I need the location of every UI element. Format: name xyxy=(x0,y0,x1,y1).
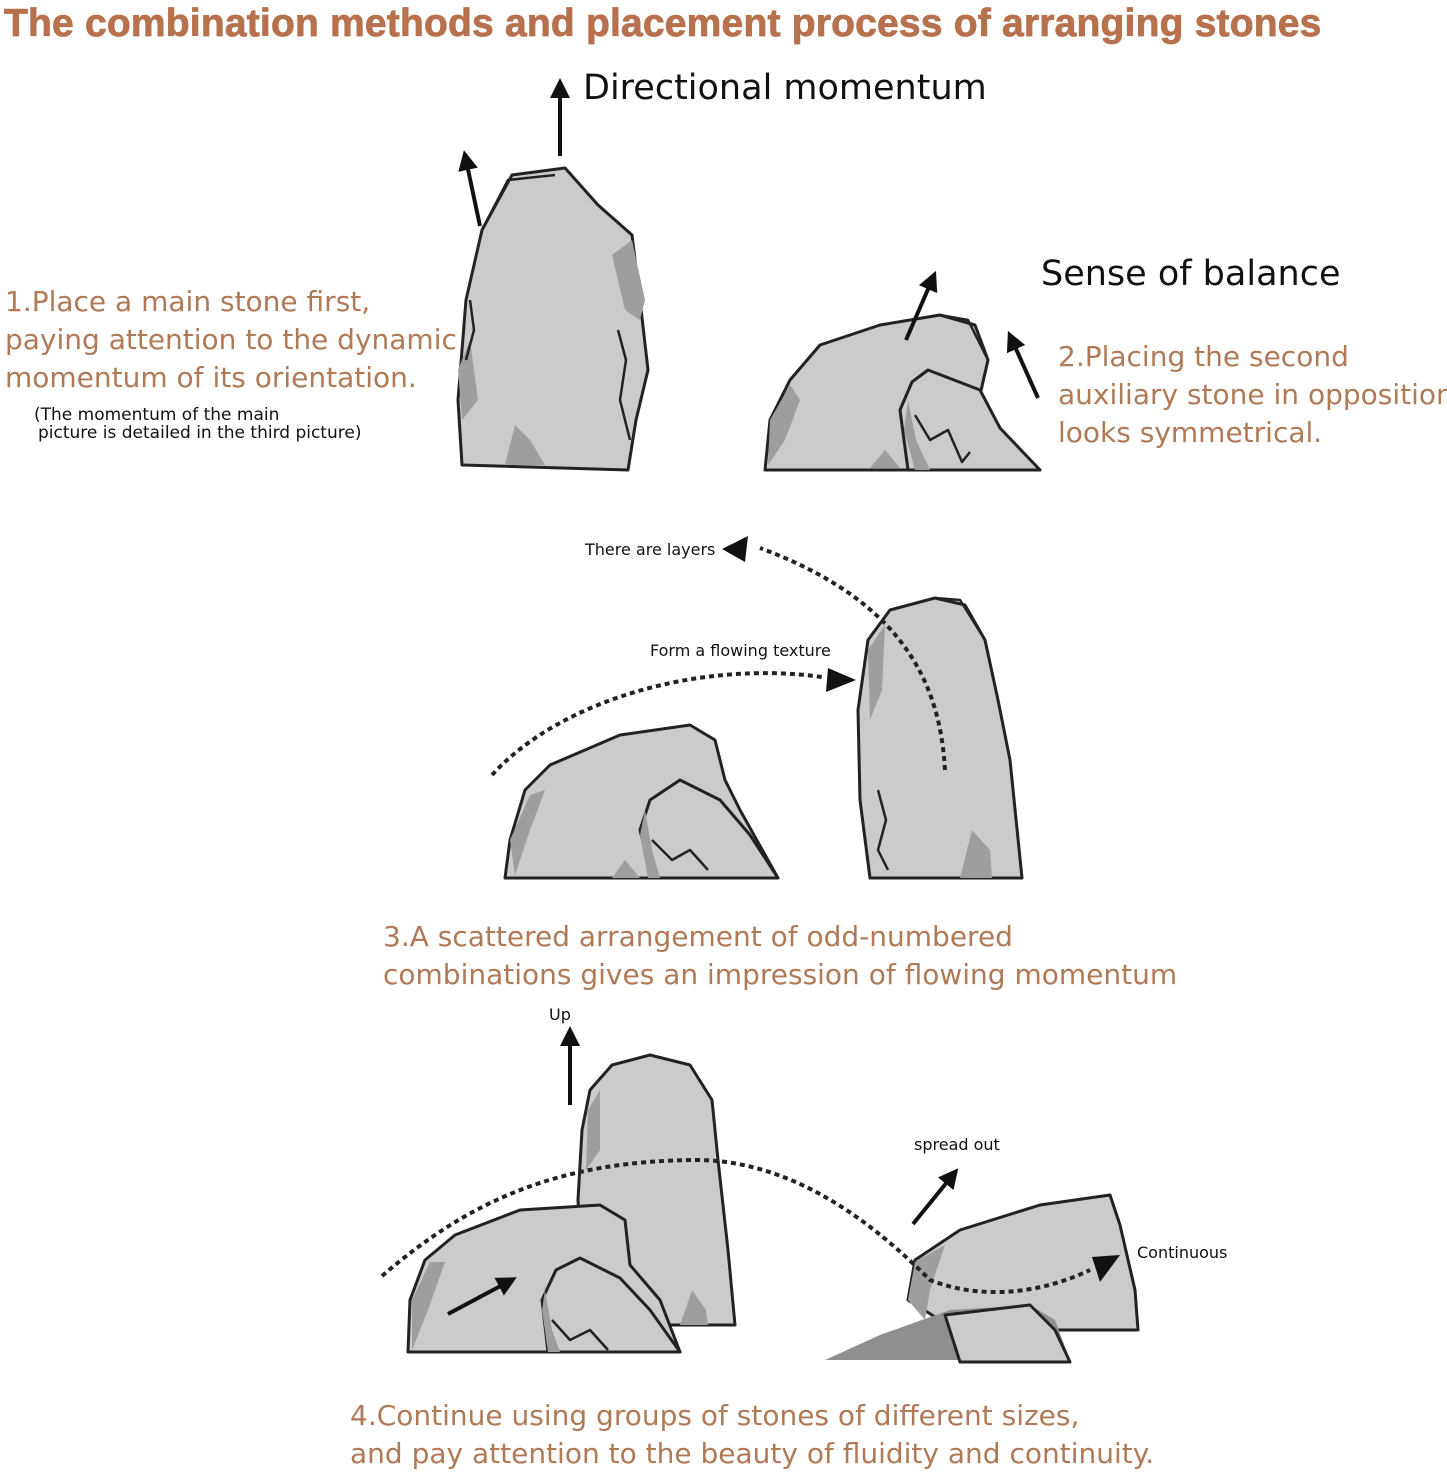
continuous-label: Continuous xyxy=(1137,1243,1228,1262)
step2-line: auxiliary stone in opposition xyxy=(1058,378,1447,411)
section3-tall-stone xyxy=(856,596,1024,880)
spread-out-label: spread out xyxy=(914,1135,1000,1154)
step4-text: 4.Continue using groups of stones of dif… xyxy=(350,1397,1154,1473)
direction-arrow-icon xyxy=(447,1277,517,1316)
step4-line: 4.Continue using groups of stones of dif… xyxy=(350,1399,1080,1432)
step1-line: momentum of its orientation. xyxy=(5,361,417,394)
page-title: The combination methods and placement pr… xyxy=(4,2,1322,46)
flow-dashed-arrow xyxy=(490,671,823,777)
step1-text: 1.Place a main stone first, paying atten… xyxy=(5,283,457,397)
step3-text: 3.A scattered arrangement of odd-numbere… xyxy=(383,918,1177,994)
step2-line: 2.Placing the second xyxy=(1058,340,1349,373)
there-are-layers-label: There are layers xyxy=(585,540,716,559)
form-flowing-texture-label: Form a flowing texture xyxy=(650,641,831,660)
spread-arrow-icon xyxy=(911,1168,959,1226)
step1-note-line: (The momentum of the main xyxy=(34,405,280,425)
tilt-arrow-icon xyxy=(904,270,938,341)
step1-note-line: picture is detailed in the third picture… xyxy=(38,423,362,443)
section4-right-stones xyxy=(825,1193,1140,1364)
tilt-arrow-icon xyxy=(1006,330,1040,399)
step3-line: 3.A scattered arrangement of odd-numbere… xyxy=(383,920,1013,953)
arrowhead-icon xyxy=(826,668,856,692)
step1-line: 1.Place a main stone first, xyxy=(5,285,371,318)
directional-momentum-label: Directional momentum xyxy=(583,68,987,108)
continuous-dashed-arrow xyxy=(380,1157,1091,1295)
step2-text: 2.Placing the second auxiliary stone in … xyxy=(1058,338,1447,452)
section4-low-stones xyxy=(406,1203,682,1354)
up-label: Up xyxy=(549,1005,571,1024)
step1-note: (The momentum of the main picture is det… xyxy=(34,406,361,442)
step1-line: paying attention to the dynamic xyxy=(5,323,457,356)
step3-line: combinations gives an impression of flow… xyxy=(383,958,1178,991)
step2-line: looks symmetrical. xyxy=(1058,416,1323,449)
arrowhead-icon xyxy=(722,536,748,562)
main-tall-stone xyxy=(456,166,650,472)
tilt-arrow-icon xyxy=(458,150,482,227)
step4-line: and pay attention to the beauty of fluid… xyxy=(350,1437,1155,1470)
arrowhead-icon xyxy=(1092,1255,1120,1282)
sense-of-balance-label: Sense of balance xyxy=(1041,254,1341,294)
auxiliary-stone-group xyxy=(763,313,1042,472)
section3-low-stones xyxy=(503,723,780,880)
layers-dashed-arrow xyxy=(759,546,947,771)
